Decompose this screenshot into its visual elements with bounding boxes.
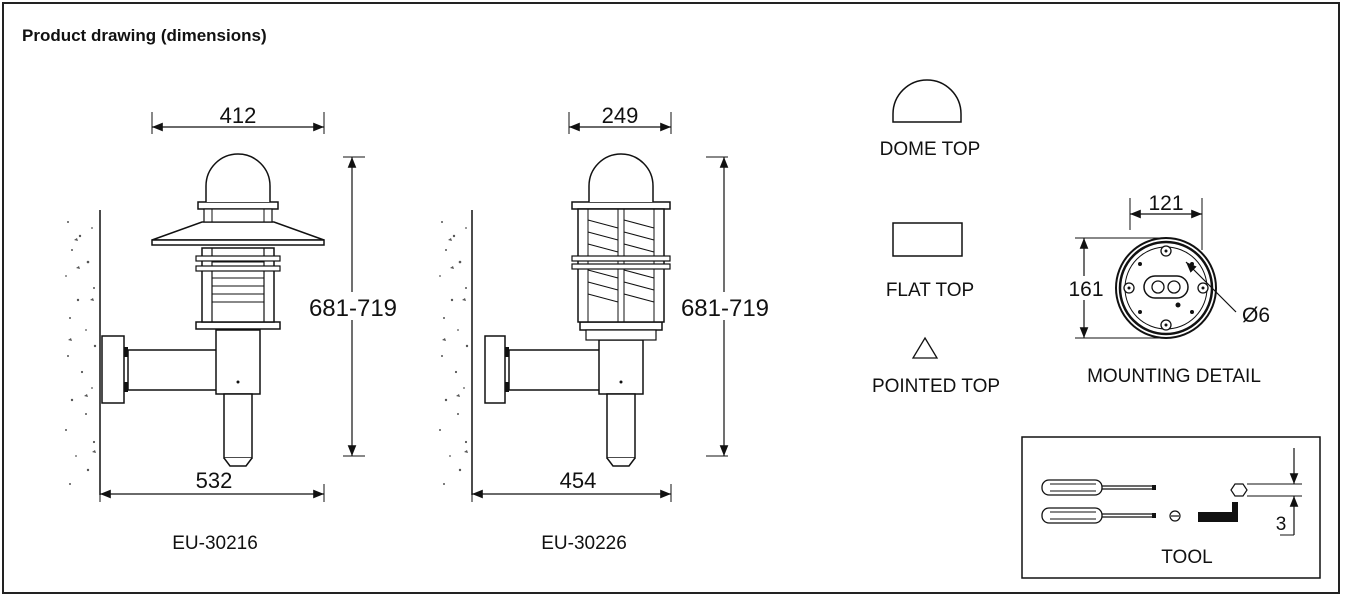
lamp-eu-30216: 412 681-719 532 EU-30216 [65,103,406,554]
mounting-width-label: 121 [1148,192,1183,215]
lamp-eu-30226: 249 681-719 454 EU-30226 [439,103,778,554]
wall-left-1 [65,210,101,495]
lamp2-width-label: 249 [602,103,639,128]
wall-left-2 [439,210,473,495]
lamp1-height-label: 681-719 [309,295,397,322]
flat-screwdriver-icon [1041,507,1181,524]
page-title: Product drawing (dimensions) [22,26,267,45]
tool-box: 3 TOOL [1021,436,1321,579]
top-options: DOME TOP FLAT TOP POINTED TOP [872,79,1000,397]
flat-top-label: FLAT TOP [886,280,974,301]
lamp2-projection-label: 454 [560,468,597,493]
mounting-detail: 121 161 Ø6 MOUNTING DETAIL [1063,192,1270,387]
dome-top-icon [892,79,962,123]
tool-label: TOOL [1161,547,1212,568]
screwdriver-icon [1041,479,1156,496]
pointed-top-icon [911,336,939,359]
hole-diameter-label: Ø6 [1242,304,1270,327]
hex-key-icon [1198,483,1302,522]
lamp1-width-label: 412 [220,103,257,128]
pointed-top-label: POINTED TOP [872,376,1000,397]
flat-top-icon [892,222,963,257]
dome-top-label: DOME TOP [880,139,981,160]
mounting-detail-label: MOUNTING DETAIL [1087,366,1261,387]
lamp1-projection-label: 532 [196,468,233,493]
lamp2-model-label: EU-30226 [541,533,627,554]
mounting-height-label: 161 [1068,278,1103,301]
lamp2-height-label: 681-719 [681,295,769,322]
tool-dimension-label: 3 [1276,514,1287,535]
lamp1-model-label: EU-30216 [172,533,258,554]
